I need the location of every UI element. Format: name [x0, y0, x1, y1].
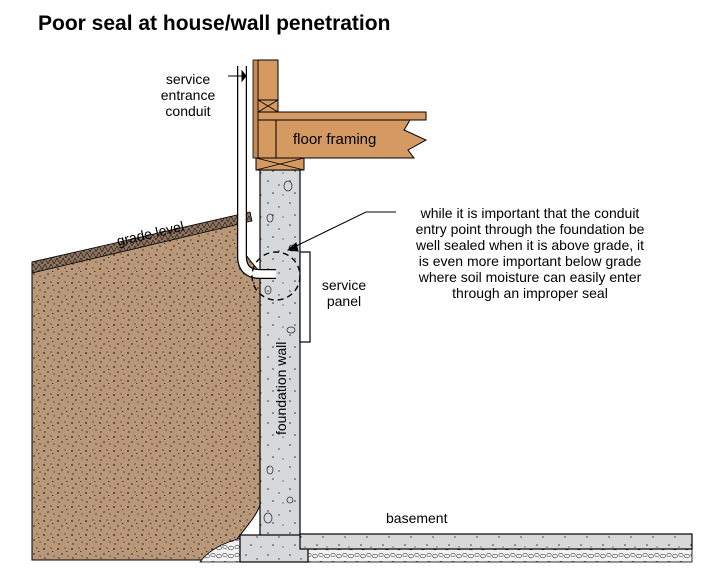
footing — [239, 534, 309, 563]
service-panel — [299, 251, 311, 343]
service-panel-label-line1: service — [322, 277, 367, 293]
foundation-wall — [259, 169, 301, 543]
note-line1: while it is important that the conduit — [420, 205, 640, 221]
conduit-label-line2: entrance — [161, 87, 216, 103]
wall-stud — [257, 59, 279, 101]
bottom-plate-cross — [257, 99, 279, 113]
grade-surface — [31, 211, 253, 274]
diagram-title: Poor seal at house/wall penetration — [38, 12, 390, 35]
service-entrance-conduit — [238, 66, 276, 278]
service-panel-label: service panel — [322, 277, 367, 309]
leader-lines — [228, 69, 396, 252]
note-leader-arrow — [286, 242, 299, 252]
sub-slab-gravel — [299, 548, 693, 563]
subfloor — [257, 111, 427, 121]
note-line4: is even more important below grade — [419, 253, 642, 269]
note-line6: through an improper seal — [452, 285, 608, 301]
note-line2: entry point through the foundation be — [416, 221, 645, 237]
floor-framing-label: floor framing — [293, 131, 376, 148]
conduit-label: service entrance conduit — [161, 71, 216, 119]
explanatory-note: while it is important that the conduit e… — [415, 205, 645, 301]
concrete-aggregate — [263, 180, 296, 524]
service-panel-label-line2: panel — [327, 293, 361, 309]
soil — [31, 213, 261, 561]
foundation-wall-label: foundation wall — [273, 342, 289, 435]
conduit-leader-arrow — [241, 69, 247, 83]
siding — [252, 59, 259, 159]
note-line3: well sealed when it is above grade, it — [415, 237, 644, 253]
floor-joist — [275, 119, 428, 159]
sill-plate-cross — [255, 157, 305, 171]
basement-label: basement — [386, 510, 448, 526]
rim-joist — [257, 119, 277, 159]
basement-slab — [299, 533, 693, 550]
seal-highlight-circle — [251, 251, 301, 301]
conduit-label-line1: service — [166, 71, 211, 87]
note-leader — [291, 211, 396, 249]
conduit-label-line3: conduit — [165, 103, 210, 119]
note-line5: where soil moisture can easily enter — [418, 269, 642, 285]
